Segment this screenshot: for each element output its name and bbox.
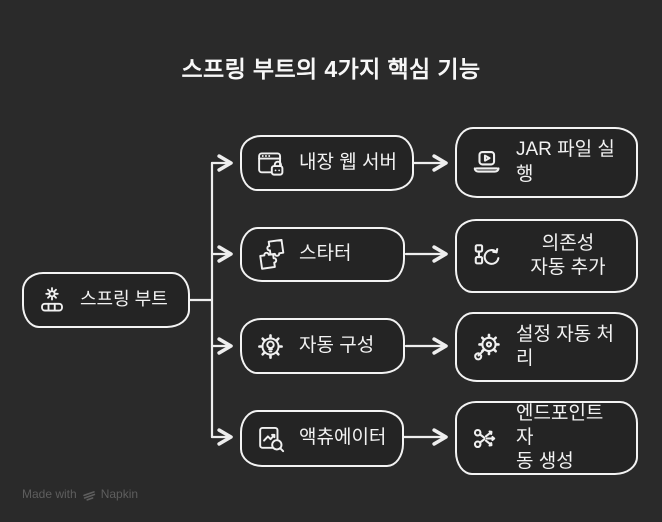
feature-label: 내장 웹 서버: [299, 151, 397, 173]
root-label: 스프링 부트: [80, 289, 168, 310]
feature-label: 자동 구성: [299, 334, 375, 356]
result-label: 의존성 자동 추가: [530, 232, 606, 278]
spring-boot-gear-icon: [37, 285, 67, 315]
napkin-logo-icon: [82, 487, 96, 501]
gear-bulb-icon: [255, 331, 286, 362]
dependency-refresh-icon: [470, 240, 503, 273]
feature-label: 스타터: [299, 243, 352, 265]
diagram-title: 스프링 부트의 4가지 핵심 기능: [181, 56, 481, 82]
made-with-text: Made with: [22, 487, 77, 501]
result-box-auto-dependency: 의존성 자동 추가: [455, 219, 638, 293]
result-box-auto-endpoints: 엔드포인트 자 동 생성: [455, 401, 638, 475]
result-label: 엔드포인트 자 동 생성: [516, 402, 604, 473]
laptop-play-icon: [470, 146, 503, 179]
feature-label: 액츄에이터: [299, 427, 387, 449]
made-with-napkin-watermark: Made with Napkin: [22, 487, 138, 501]
endpoint-share-icon: [470, 422, 503, 455]
result-label: 설정 자동 처리: [516, 323, 614, 369]
puzzle-starter-icon: [255, 239, 286, 270]
result-label: JAR 파일 실행: [516, 139, 615, 185]
feature-box-starter: 스타터: [240, 227, 405, 282]
chart-magnifier-icon: [255, 423, 286, 454]
result-box-auto-settings: 설정 자동 처리: [455, 312, 638, 382]
feature-box-actuator: 액츄에이터: [240, 410, 404, 467]
feature-box-embedded-web-server: 내장 웹 서버: [240, 135, 414, 191]
embedded-web-server-icon: [255, 148, 286, 179]
feature-box-auto-configuration: 자동 구성: [240, 318, 405, 374]
gear-wrench-icon: [470, 331, 503, 364]
root-box-spring-boot: 스프링 부트: [22, 272, 190, 328]
result-box-jar-execution: JAR 파일 실행: [455, 127, 638, 198]
brand-text: Napkin: [100, 487, 139, 501]
